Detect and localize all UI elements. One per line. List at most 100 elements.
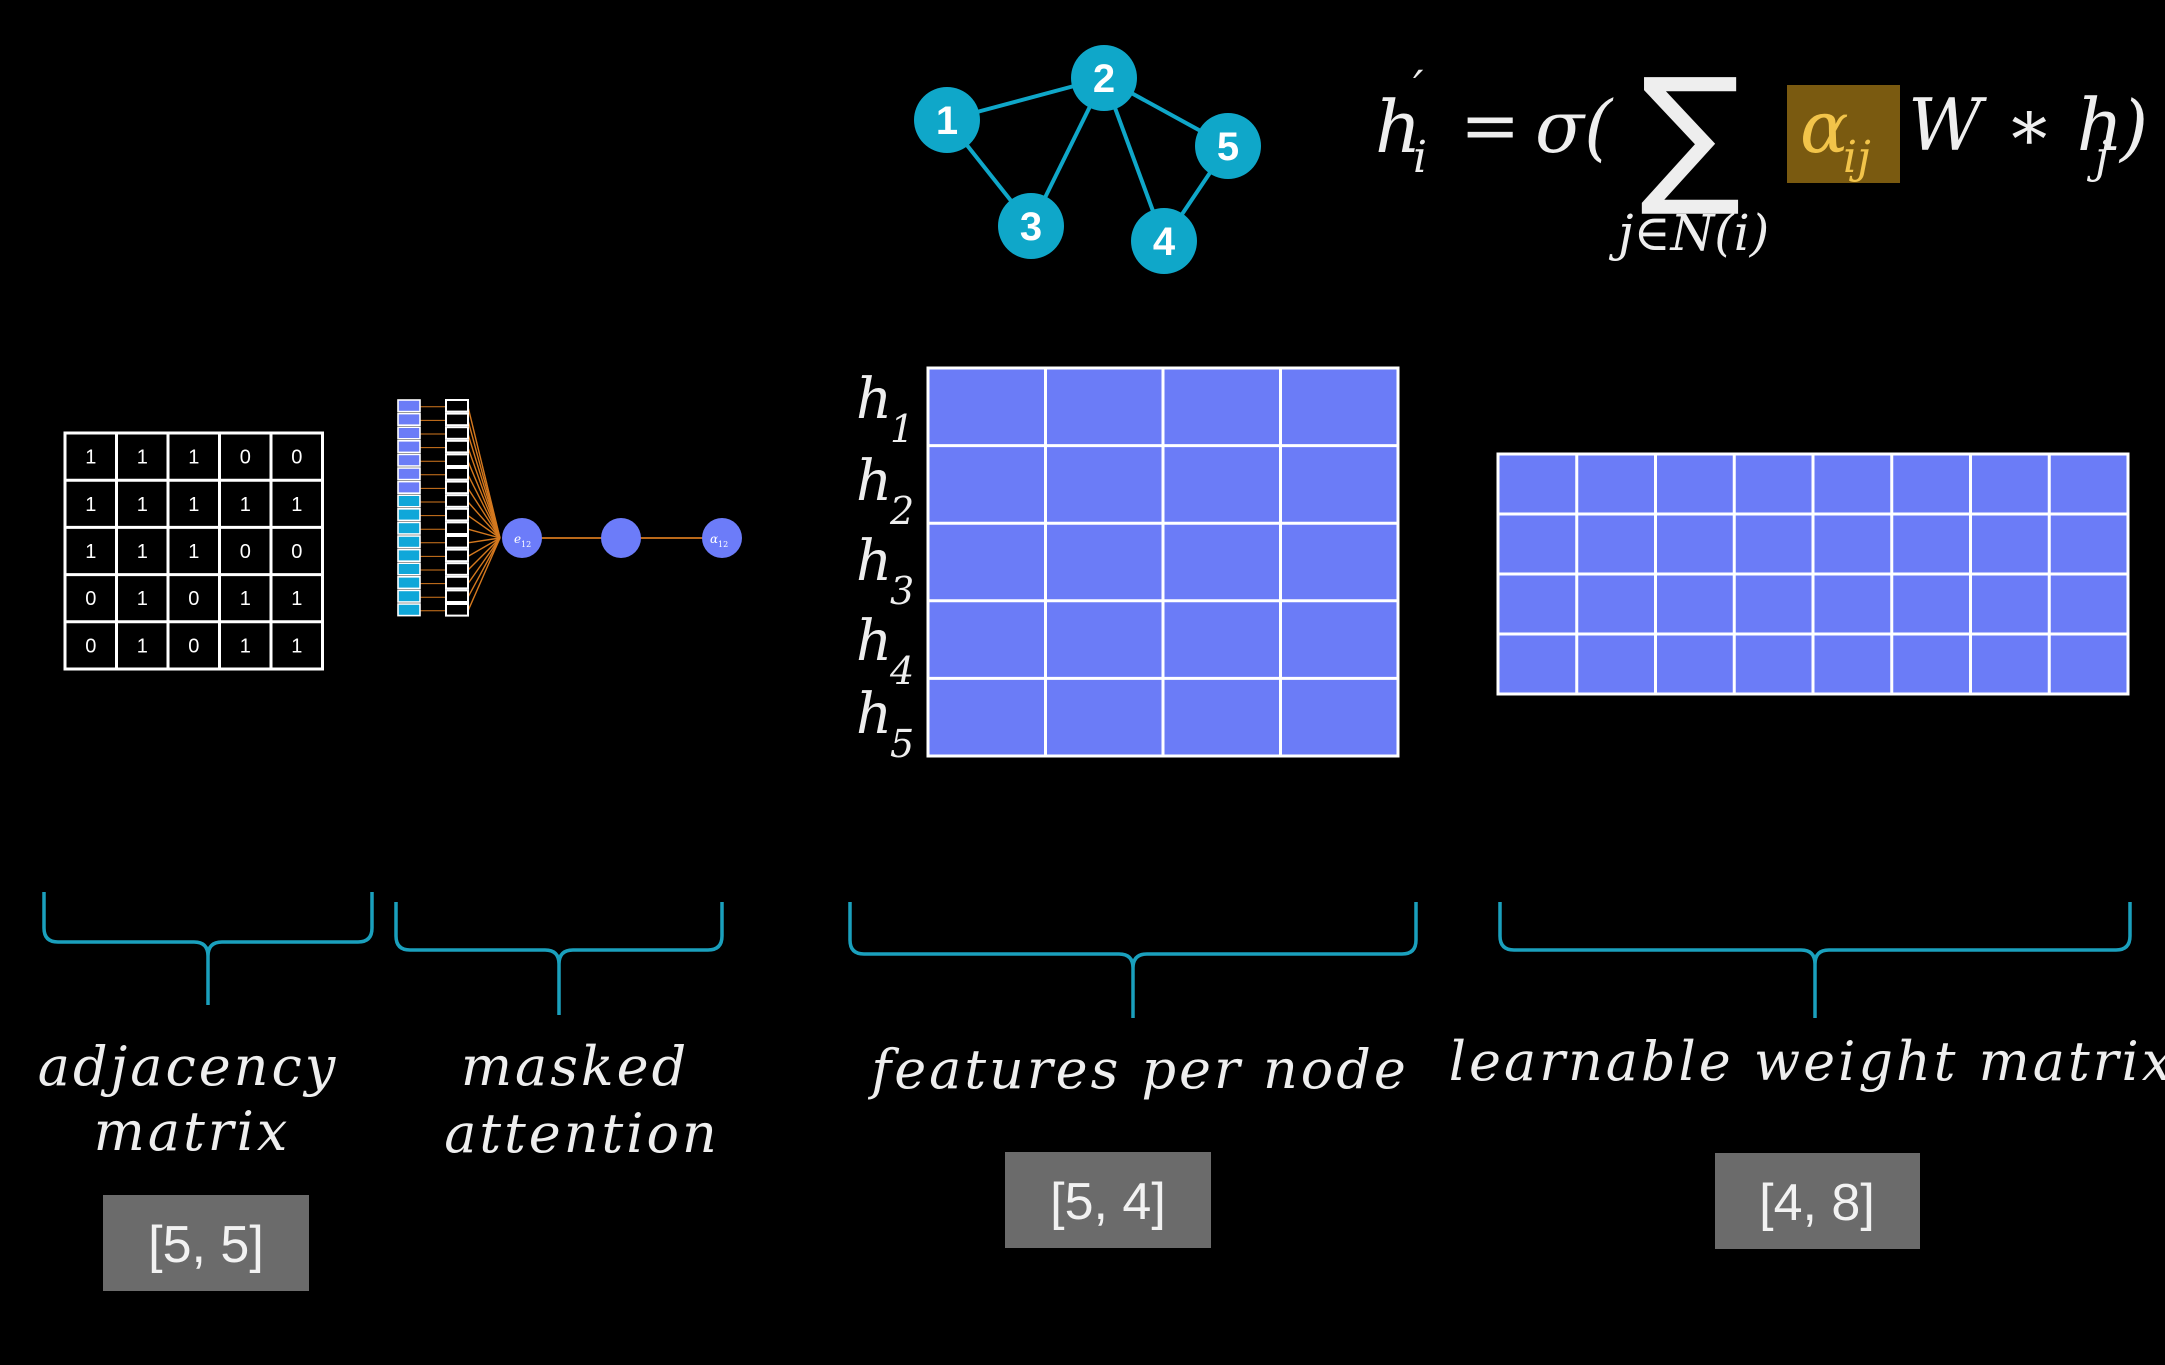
alpha-highlight-box [1787,85,1900,183]
adjacency-cell: 0 [188,588,199,610]
adjacency-cell: 1 [137,635,148,657]
attention-hidden-cell [445,467,469,481]
graph-node-label: 2 [1093,57,1115,101]
e-node-label: e [514,532,521,546]
adjacency-cell: 0 [240,447,251,469]
e-node [502,518,542,558]
weight-matrix [1496,452,2130,696]
adjacency-cell: 0 [85,588,96,610]
attention-line [467,515,501,539]
braces [42,892,2132,1018]
attention-hidden-cell [445,494,469,508]
attention-input-cell [397,467,421,481]
adjacency-cell: 1 [291,494,302,516]
attention-input-cell [397,426,421,440]
attention-line [467,537,501,571]
attention-line [467,537,501,558]
feature-row-label-h: h [856,367,892,432]
graph-node-1: 1 [914,87,980,153]
attention-hidden-cell [445,507,469,522]
graph-node-circle [1071,45,1137,111]
feature-row-label-h: h [856,449,892,514]
weights-label: learnable weight matrix [1449,1030,2165,1093]
shape-badge-features: [5, 4] [1005,1152,1211,1248]
adjacency-cell: 1 [85,541,96,563]
adjacency-cell: 0 [291,541,302,563]
adjacency-brace [42,892,374,1005]
attention-line [467,501,501,539]
adjacency-cell: 1 [188,447,199,469]
shape-badge-adjacency: [5, 5] [103,1195,309,1291]
attention-input-cell [397,589,421,603]
attention-hidden-cell [445,521,469,536]
graph-node-circle [1195,113,1261,179]
adjacency-cell: 1 [137,447,148,469]
adjacency-cell: 1 [188,541,199,563]
attention-input-cell [397,603,421,617]
attention-line [467,488,501,539]
formula-prime: ′ [1413,60,1424,114]
adjacency-cell: 1 [188,494,199,516]
adjacency-cell: 0 [240,541,251,563]
e-node-subscript: 12 [521,540,531,549]
formula-sum-subscript: j∈N(i) [1608,204,1769,262]
attention-input-cell [397,494,421,508]
adjacency-label-line2: matrix [94,1100,291,1163]
attention-line [467,474,501,539]
feature-row-label-h: h [856,682,892,747]
adjacency-shape-text: [5, 5] [148,1216,264,1274]
alpha-node-label: α [710,532,718,546]
graph-node-circle [914,87,980,153]
attention-hidden-cell [445,575,469,590]
adjacency-cell: 0 [188,635,199,657]
features-label: features per node [867,1038,1409,1101]
attention-formula: h ′ i = σ( ∑ j∈N(i) α ij W ∗ h j ) [1375,47,2148,262]
section-labels: adjacency matrix masked attention featur… [38,1030,2165,1165]
attention-input-cell [397,548,421,562]
attention-hidden-cell [445,535,469,549]
example-graph: 1 2 3 4 5 [914,45,1261,274]
adjacency-label-line1: adjacency [38,1035,338,1098]
feature-row-label-sub: 3 [890,569,914,613]
attention-hidden-cell [445,412,469,427]
feature-row-label-sub: 1 [890,407,914,451]
attention-input-cell [397,480,421,495]
adjacency-cell: 1 [85,494,96,516]
attention-hidden-cell [445,589,469,604]
alpha-node [702,518,742,558]
attention-brace [394,902,724,1015]
formula-sigma: σ( [1535,85,1614,169]
feature-row-label-h: h [856,609,892,674]
graph-node-circle [998,193,1064,259]
attention-hidden-cell [445,480,469,495]
adjacency-cell: 1 [240,635,251,657]
feature-row-label-h: h [856,529,892,594]
weights-brace [1498,902,2132,1018]
formula-close-paren: ) [2118,85,2148,169]
graph-node-circle [1131,208,1197,274]
attention-hidden-cell [445,426,469,440]
attention-hidden-cell [445,439,469,454]
adjacency-cell: 1 [291,588,302,610]
attention-line [467,433,501,539]
attention-input-cell [397,575,421,590]
graph-node-label: 3 [1020,205,1042,249]
graph-node-label: 5 [1217,125,1239,169]
graph-node-label: 1 [936,99,958,143]
formula-w-times-h: W ∗ h [1908,83,2123,167]
attention-label-line1: masked [461,1035,689,1098]
graph-node-label: 4 [1153,220,1176,264]
formula-alpha: α [1800,85,1849,169]
attention-hidden-cell [445,453,469,467]
attention-line [467,528,501,539]
adjacency-cell: 1 [240,494,251,516]
attention-input-cell [397,507,421,522]
attention-input-cell [397,562,421,576]
graph-node-5: 5 [1195,113,1261,179]
shape-badge-weights: [4, 8] [1715,1153,1920,1249]
adjacency-border [63,431,324,671]
adjacency-cell: 1 [291,635,302,657]
attention-input-cell [397,399,421,413]
